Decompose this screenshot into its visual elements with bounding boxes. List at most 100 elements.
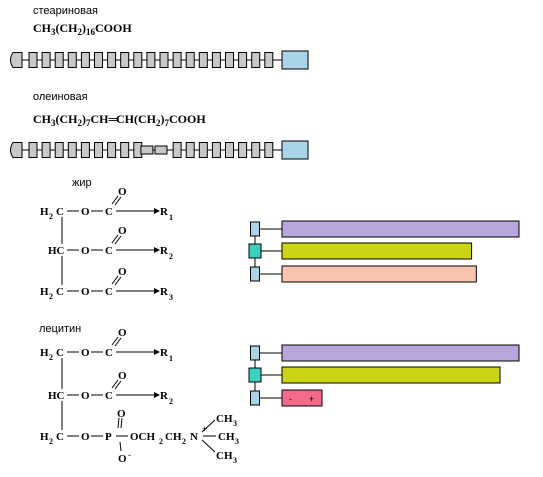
phosphorus-symbol: P (105, 431, 112, 443)
double-bond-line (111, 379, 119, 389)
carbon-symbol: C (56, 206, 64, 218)
phosphate-ester-oxygen: O (81, 431, 90, 443)
double-bond-line (114, 235, 122, 245)
ester-oxygen: O (81, 286, 90, 298)
choline-chain-och: OCH (130, 431, 156, 443)
methylene-block (67, 142, 77, 158)
hydrogen-symbol: H (40, 431, 49, 443)
methylene-block (264, 142, 274, 158)
subscript-2: 2 (159, 437, 163, 446)
methylene-block (172, 52, 182, 68)
glycerol-block (250, 266, 260, 282)
carbonyl-oxygen: O (118, 370, 127, 382)
arrow-head (154, 247, 160, 253)
fatty-acid-tail-block (281, 220, 520, 238)
stearic-acid-label: стеариновая (33, 5, 98, 17)
glycerol-block (248, 367, 262, 383)
chain-cap (10, 142, 23, 158)
negative-charge-sign: - (128, 450, 131, 460)
carboxyl-block (281, 140, 309, 160)
arrow-head (154, 392, 160, 398)
methylene-block (28, 52, 38, 68)
stearic-acid-formula: CH3(CH2)16COOH (33, 21, 132, 37)
methylene-block (54, 52, 64, 68)
oleic-acid-label: олеиновая (33, 91, 88, 103)
carboxyl-block (281, 50, 309, 70)
double-bond-line (111, 336, 119, 346)
glycerol-block (250, 345, 260, 361)
polar-head-block (281, 389, 323, 407)
arrow-head (154, 288, 160, 294)
radical-symbol: R (160, 347, 169, 359)
double-bond-line (111, 275, 119, 285)
oleic-acid-chain-model (10, 140, 309, 160)
methylene-block (185, 52, 195, 68)
double-bond-line (114, 337, 122, 347)
double-bond-line (120, 417, 123, 429)
fatty-acid-tail-block (281, 366, 501, 384)
glycerol-block (250, 390, 260, 406)
carbonyl-carbon: C (105, 206, 113, 218)
methylene-block (28, 142, 38, 158)
carbonyl-carbon: C (105, 286, 113, 298)
ester-oxygen: O (81, 347, 90, 359)
stearic-acid-chain-model (10, 50, 309, 70)
methylene-block (146, 52, 156, 68)
fatty-acid-tail-block (281, 344, 520, 362)
bond (201, 419, 216, 433)
double-bond-line (111, 195, 119, 205)
carbonyl-oxygen: O (118, 266, 127, 278)
methylene-block (80, 52, 90, 68)
double-bond-block (140, 145, 154, 155)
subscript-2: 2 (49, 292, 53, 301)
methylene-block (198, 142, 208, 158)
double-bond-line (114, 276, 122, 286)
hydrogen-symbol: H (40, 347, 49, 359)
ester-oxygen: O (81, 245, 90, 257)
methylene-block (67, 52, 77, 68)
radical-symbol: R (160, 206, 169, 218)
methylene-block (120, 142, 130, 158)
carbonyl-carbon: C (105, 245, 113, 257)
methylene-block (211, 52, 221, 68)
methylene-block (94, 52, 103, 68)
methylene-block (107, 142, 117, 158)
arrow-head (154, 208, 160, 214)
double-bond-block (154, 145, 168, 155)
methyl-symbol: CH (216, 450, 233, 462)
nitrogen-symbol: N (190, 431, 198, 443)
carbonyl-carbon: C (105, 390, 113, 402)
ester-oxygen: O (81, 390, 90, 402)
methine-symbol: HC (48, 390, 65, 402)
methine-symbol: HC (48, 245, 65, 257)
methylene-block (225, 142, 234, 158)
methyl-symbol: CH (216, 413, 233, 425)
hydrogen-symbol: H (40, 286, 49, 298)
lecithin-label: лецитин (39, 323, 82, 335)
arrow-head (154, 349, 160, 355)
chain-cap (10, 52, 23, 68)
methylene-block (159, 52, 169, 68)
methylene-block (185, 142, 195, 158)
fatty-acid-tail-block (281, 242, 473, 260)
polar-head-positive-sign: + (309, 394, 314, 404)
subscript-3: 3 (233, 456, 237, 465)
double-bond-line (114, 196, 122, 206)
double-bond-line (117, 417, 120, 429)
lecithin-block-model: -+ (248, 344, 520, 407)
carbonyl-oxygen: O (118, 186, 127, 198)
methylene-block (172, 142, 182, 158)
methylene-block (133, 52, 143, 68)
methylene-block (54, 142, 64, 158)
double-bond-line (111, 234, 119, 244)
methylene-block (107, 52, 117, 68)
carbon-symbol: C (56, 286, 64, 298)
methylene-block (238, 52, 248, 68)
subscript-3: 3 (233, 419, 237, 428)
phosphate-oxygen-bottom: O (118, 453, 127, 465)
polar-head-negative-sign: - (289, 394, 292, 404)
methyl-symbol: CH (218, 431, 235, 443)
bond (201, 439, 216, 453)
